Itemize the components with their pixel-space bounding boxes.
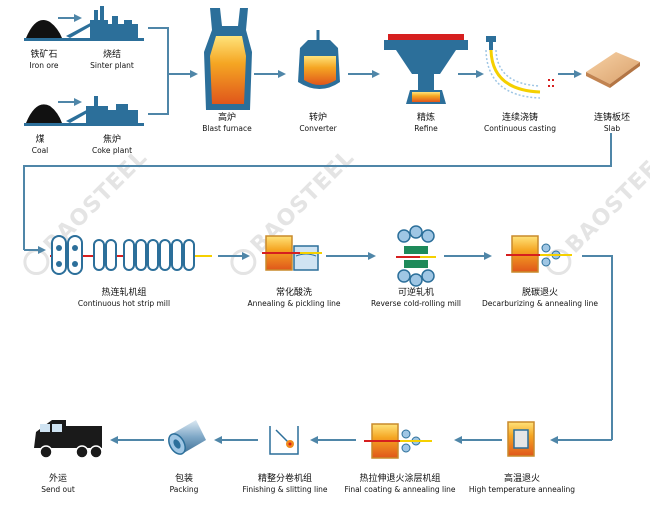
finishing-slitting-icon (269, 426, 299, 455)
hot-strip-mill-icon (50, 235, 212, 275)
high-temp-annealing-icon (507, 421, 535, 457)
connector-row1-to-row2 (23, 133, 612, 250)
continuous-casting-icon (485, 36, 556, 99)
connector-row2-to-row3 (582, 255, 613, 440)
blast-furnace-icon (204, 8, 252, 110)
truck-icon (34, 420, 103, 459)
final-coating-icon (364, 423, 432, 459)
converter-icon (298, 30, 340, 89)
coal-coke-icon (24, 96, 144, 126)
slab-icon (586, 52, 640, 88)
raw-material-connector (148, 27, 198, 115)
annealing-pickling-icon (262, 235, 322, 271)
packing-coil-icon (168, 420, 206, 455)
reverse-mill-icon (396, 225, 436, 287)
refine-icon (384, 34, 468, 104)
iron-ore-sinter-icon (24, 6, 144, 41)
decarburizing-icon (506, 235, 572, 273)
